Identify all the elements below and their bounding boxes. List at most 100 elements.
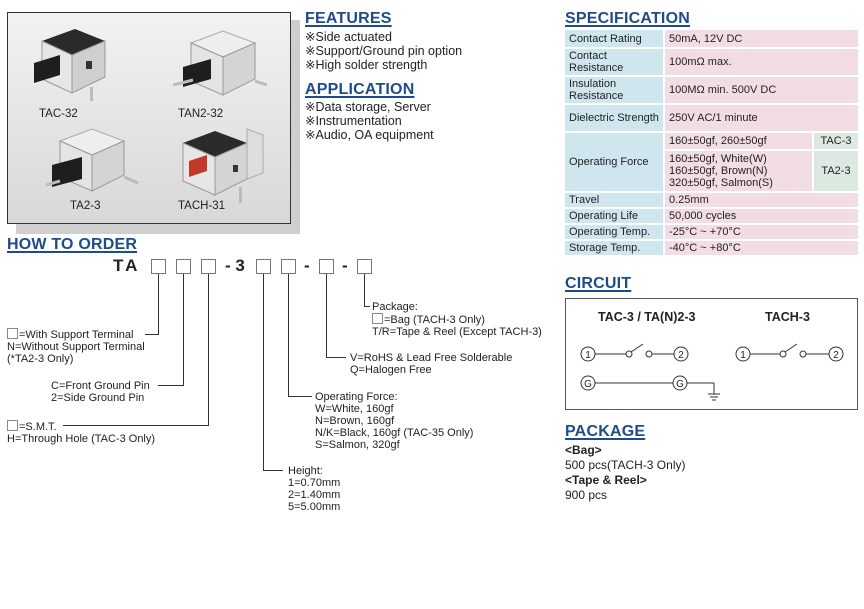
application-item: ※Data storage, Server [305, 100, 431, 114]
circuit-left-title: TAC-3 / TA(N)2-3 [598, 310, 696, 324]
spec-value: 160±50gf, White(W) 160±50gf, Brown(N) 32… [664, 150, 813, 193]
code-box-force [281, 259, 296, 274]
spec-row: Insulation Resistance 100MΩ min. 500V DC [565, 76, 858, 105]
package-reel-label: <Tape & Reel> [565, 473, 647, 487]
feature-item: ※Support/Ground pin option [305, 44, 463, 58]
application-item: ※Audio, OA equipment [305, 128, 434, 142]
product-label: TACH-31 [178, 200, 226, 212]
feature-item: ※Side actuated [305, 30, 392, 44]
connector-line [288, 274, 289, 397]
blank-code-box [7, 420, 18, 431]
spec-value: -40°C ~ +80°C [664, 240, 858, 257]
spec-key: Operating Force [565, 132, 665, 193]
connector-line [208, 274, 209, 426]
pin-g-label: G [676, 379, 684, 390]
pin-2-label: 2 [678, 350, 684, 361]
spec-key: Dielectric Strength [565, 104, 665, 133]
connector-line [158, 385, 184, 386]
spec-value: 50mA, 12V DC [664, 30, 858, 49]
pin-1-label: 1 [740, 350, 746, 361]
connector-line [263, 470, 283, 471]
package-bag-label: <Bag> [565, 443, 602, 457]
switch-image-tan2-32 [173, 30, 268, 96]
product-label: TAN2-32 [178, 108, 224, 120]
option-height: Height: 1=0.70mm 2=1.40mm 5=5.00mm [288, 465, 341, 513]
code-box-height [256, 259, 271, 274]
spec-row-operating-force: 160±50gf, White(W) 160±50gf, Brown(N) 32… [565, 150, 858, 193]
features-heading: FEATURES [305, 10, 392, 27]
code-prefix: TA [113, 256, 141, 275]
spec-value: -25°C ~ +70°C [664, 224, 858, 241]
spec-row: Operating Life 50,000 cycles [565, 208, 858, 225]
code-dash: - [342, 256, 348, 275]
spec-row-operating-force: Operating Force 160±50gf, 260±50gf TAC-3 [565, 132, 858, 193]
option-support: =With Support Terminal N=Without Support… [7, 328, 145, 365]
switch-image-tach-31 [182, 128, 264, 203]
spec-key: Storage Temp. [565, 240, 665, 257]
spec-row: Storage Temp. -40°C ~ +80°C [565, 240, 858, 257]
spec-row: Operating Temp. -25°C ~ +70°C [565, 224, 858, 241]
spec-key: Travel [565, 192, 665, 209]
option-rohs: V=RoHS & Lead Free Solderable Q=Halogen … [350, 352, 513, 376]
spec-value: 100MΩ min. 500V DC [664, 76, 858, 105]
package-reel-value: 900 pcs [565, 488, 608, 502]
connector-line [158, 274, 159, 335]
product-photo-panel: TAC-32 TAN2-32 TA2-3 TACH-31 [7, 12, 291, 224]
spec-row: Dielectric Strength 250V AC/1 minute [565, 104, 858, 133]
code-box-ground [176, 259, 191, 274]
pin-2-label: 2 [833, 350, 839, 361]
blank-code-box [7, 328, 18, 339]
blank-code-box [372, 313, 383, 324]
circuit-right-title: TACH-3 [765, 310, 810, 324]
connector-line [326, 274, 327, 358]
code-mid: - 3 [225, 256, 245, 275]
connector-line [288, 396, 312, 397]
package-heading: PACKAGE [565, 423, 646, 440]
option-ground: C=Front Ground Pin 2=Side Ground Pin [51, 380, 150, 404]
connector-line [145, 334, 159, 335]
product-label: TAC-32 [39, 108, 78, 120]
features-list: ※Side actuated ※Support/Ground pin optio… [305, 30, 462, 72]
package-info: <Bag> 500 pcs(TACH-3 Only) <Tape & Reel>… [565, 443, 685, 503]
spec-key: Insulation Resistance [565, 76, 665, 105]
connector-line [63, 425, 209, 426]
product-label: TA2-3 [70, 200, 101, 212]
spec-value: 250V AC/1 minute [664, 104, 858, 133]
option-mount: =S.M.T. H=Through Hole (TAC-3 Only) [7, 420, 156, 445]
circuit-diagram: TAC-3 / TA(N)2-3 TACH-3 [565, 298, 858, 410]
spec-key: Operating Life [565, 208, 665, 225]
connector-line [183, 274, 184, 386]
spec-model: TAC-3 [812, 132, 858, 151]
spec-model: TA2-3 [812, 150, 858, 193]
code-dash: - [304, 256, 310, 275]
code-box-mount [201, 259, 216, 274]
spec-key: Operating Temp. [565, 224, 665, 241]
specification-table: Contact Rating 50mA, 12V DC Contact Resi… [565, 30, 858, 257]
spec-row: Contact Rating 50mA, 12V DC [565, 30, 858, 49]
connector-line [364, 306, 370, 307]
spec-key: Contact Resistance [565, 48, 665, 77]
specification-heading: SPECIFICATION [565, 10, 690, 27]
circuit-schematic: 1 2 G G 1 2 [580, 343, 844, 401]
how-to-order-heading: HOW TO ORDER [7, 236, 138, 253]
spec-key: Contact Rating [565, 30, 665, 49]
spec-value: 160±50gf, 260±50gf [664, 132, 813, 151]
spec-value: 50,000 cycles [664, 208, 858, 225]
circuit-heading: CIRCUIT [565, 275, 632, 292]
pin-g-label: G [584, 379, 592, 390]
code-box-package [357, 259, 372, 274]
application-heading: APPLICATION [305, 81, 415, 98]
feature-item: ※High solder strength [305, 58, 428, 72]
switch-image-ta2-3 [46, 128, 139, 192]
connector-line [364, 274, 365, 307]
spec-value: 0.25mm [664, 192, 858, 209]
connector-line [263, 274, 264, 471]
code-box-support [151, 259, 166, 274]
spec-value: 100mΩ max. [664, 48, 858, 77]
pin-1-label: 1 [585, 350, 591, 361]
package-bag-value: 500 pcs(TACH-3 Only) [565, 458, 686, 472]
application-item: ※Instrumentation [305, 114, 402, 128]
option-package: Package: =Bag (TACH-3 Only) T/R=Tape & R… [372, 301, 542, 338]
spec-row: Travel 0.25mm [565, 192, 858, 209]
spec-row: Contact Resistance 100mΩ max. [565, 48, 858, 77]
